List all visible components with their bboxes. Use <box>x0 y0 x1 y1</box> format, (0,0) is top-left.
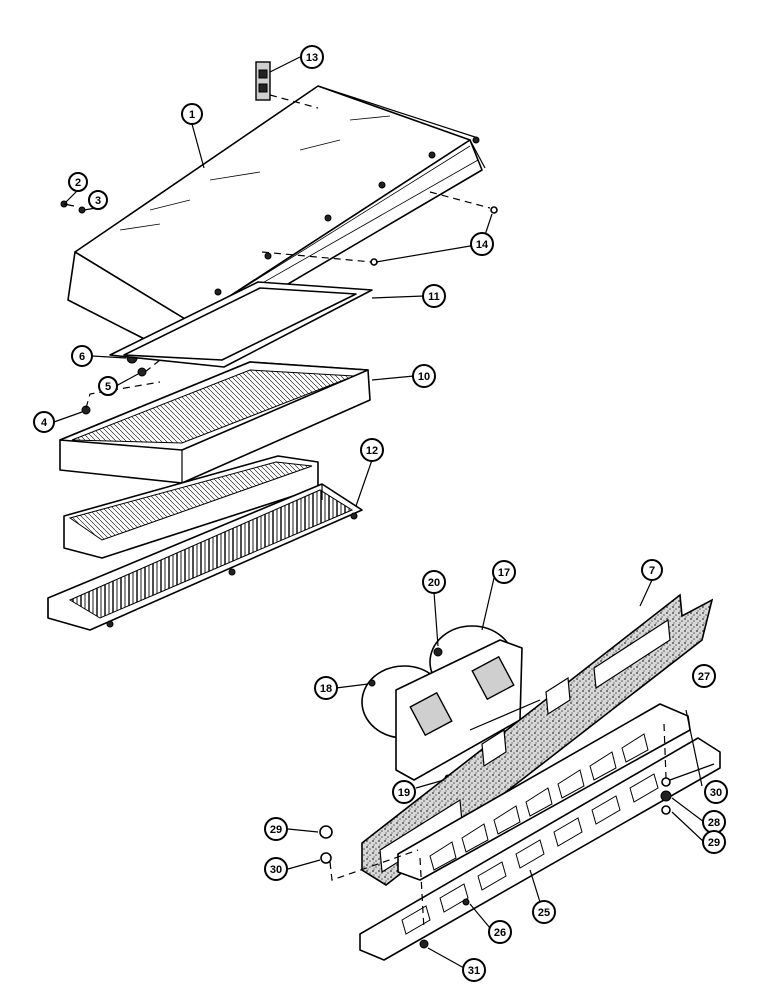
washer-part-30a <box>320 852 332 864</box>
callout-27-label: 27 <box>698 671 710 683</box>
leader-dash-4 <box>85 381 161 409</box>
callout-14-label: 14 <box>476 239 489 251</box>
callout-11-label: 11 <box>428 291 440 303</box>
callout-5: 5 <box>98 376 118 396</box>
screw-part-18 <box>368 679 376 687</box>
callout-19-label: 19 <box>398 787 410 799</box>
filter-frame-part-10 <box>59 361 371 484</box>
callout-12-label: 12 <box>366 445 378 457</box>
callout-6-label: 6 <box>79 351 85 363</box>
spacer-part-29b <box>661 805 671 815</box>
leader-dash-5 <box>144 359 161 373</box>
callout-30-right-label: 30 <box>710 787 722 799</box>
leader-dash-13 <box>269 94 319 109</box>
callout-13: 13 <box>300 45 324 69</box>
callout-14: 14 <box>470 232 494 256</box>
callout-1: 1 <box>181 103 203 125</box>
callout-26-label: 26 <box>494 927 506 939</box>
callout-11: 11 <box>422 284 446 308</box>
callout-6: 6 <box>71 345 93 367</box>
callout-4-label: 4 <box>41 417 48 429</box>
callout-31-label: 31 <box>468 965 480 977</box>
callout-25-label: 25 <box>538 907 550 919</box>
callout-10-label: 10 <box>418 371 430 383</box>
callout-13-label: 13 <box>306 52 318 64</box>
callout-29-left: 29 <box>264 817 288 841</box>
callout-3: 3 <box>88 190 108 210</box>
leader-dash-14b <box>429 191 491 209</box>
callout-30-left: 30 <box>264 857 288 881</box>
callout-31: 31 <box>462 958 486 982</box>
gasket-part-11 <box>109 281 373 368</box>
leader-lines <box>53 56 715 969</box>
callout-27: 27 <box>692 664 716 688</box>
callout-3-label: 3 <box>95 195 101 207</box>
callout-29-right: 29 <box>702 830 726 854</box>
nut-part-28 <box>660 790 672 802</box>
callout-30-left-label: 30 <box>270 864 282 876</box>
pin-part-14b <box>490 206 498 214</box>
callout-18: 18 <box>314 676 338 700</box>
callout-19: 19 <box>392 780 416 804</box>
callout-4: 4 <box>33 411 55 433</box>
callout-25: 25 <box>532 900 556 924</box>
callout-28-label: 28 <box>708 817 720 829</box>
leader-dash-14a <box>261 251 373 263</box>
callout-28: 28 <box>702 810 726 834</box>
callout-2: 2 <box>68 172 88 192</box>
callout-29-left-label: 29 <box>270 824 282 836</box>
callout-2-label: 2 <box>75 177 81 189</box>
callout-5-label: 5 <box>105 381 111 393</box>
callout-20: 20 <box>422 570 446 594</box>
bracket-part-13 <box>255 61 271 101</box>
callout-1-label: 1 <box>189 109 195 121</box>
callout-30-right: 30 <box>704 780 728 804</box>
screw-part-31 <box>419 939 429 949</box>
callout-7: 7 <box>641 559 663 581</box>
callout-7-label: 7 <box>649 565 655 577</box>
nut-part-5 <box>137 367 147 377</box>
callout-17-label: 17 <box>498 567 510 579</box>
blower-part-17 <box>361 625 541 781</box>
callout-20-label: 20 <box>428 577 440 589</box>
spacer-part-29a <box>319 825 333 839</box>
louver-panel-part-25 <box>359 737 721 961</box>
leader-dash-30a <box>329 849 419 881</box>
callout-17: 17 <box>492 560 516 584</box>
leader-dash-31 <box>419 857 425 931</box>
grille-part-12 <box>47 483 363 631</box>
callout-10: 10 <box>412 364 436 388</box>
leader-dash-30b <box>663 723 667 779</box>
callout-26: 26 <box>488 920 512 944</box>
washer-part-30b <box>661 777 671 787</box>
nut-part-20 <box>433 647 443 657</box>
screw-part-26 <box>462 898 470 906</box>
callout-12: 12 <box>360 438 384 462</box>
callout-29-right-label: 29 <box>708 837 720 849</box>
callout-18-label: 18 <box>320 683 332 695</box>
screw-part-2 <box>60 200 75 208</box>
